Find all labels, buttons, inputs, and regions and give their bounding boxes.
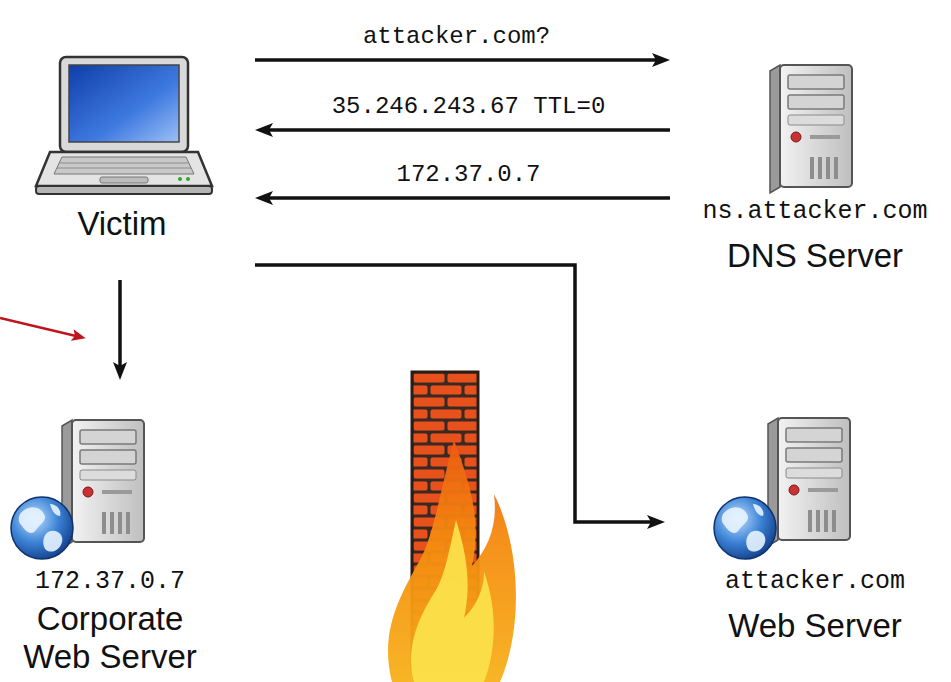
node-label: Corporate Web Server <box>10 600 210 676</box>
message-label: attacker.com? <box>359 23 554 51</box>
connector-arrow <box>255 58 658 62</box>
server-node: ns.attacker.comDNS Server <box>670 40 945 280</box>
globe-icon <box>714 497 776 559</box>
server-icon <box>62 420 144 548</box>
host-name: ns.attacker.com <box>685 197 945 227</box>
node-label: Web Server <box>685 607 945 645</box>
client-node: Victim <box>30 40 255 280</box>
ip-address: 172.37.0.7 <box>5 567 215 597</box>
globe-icon <box>11 497 73 559</box>
server-icon <box>770 65 852 193</box>
firewall <box>388 372 516 682</box>
server-icon <box>768 418 850 546</box>
connector-arrow <box>118 280 122 368</box>
callout-arrow <box>0 318 76 336</box>
laptop-icon <box>36 57 212 194</box>
host-name: attacker.com <box>685 567 945 597</box>
node-label: DNS Server <box>685 237 945 275</box>
connector-arrow <box>267 196 670 200</box>
node-label: Victim <box>27 205 217 243</box>
server-node: attacker.comWeb Server <box>665 405 945 645</box>
message-label: 172.37.0.7 <box>392 161 544 189</box>
connector-arrow <box>255 265 653 522</box>
server-node: 172.37.0.7Corporate Web Server <box>2 380 237 678</box>
message-label: 35.246.243.67 TTL=0 <box>328 93 610 121</box>
connector-arrow <box>267 128 670 132</box>
